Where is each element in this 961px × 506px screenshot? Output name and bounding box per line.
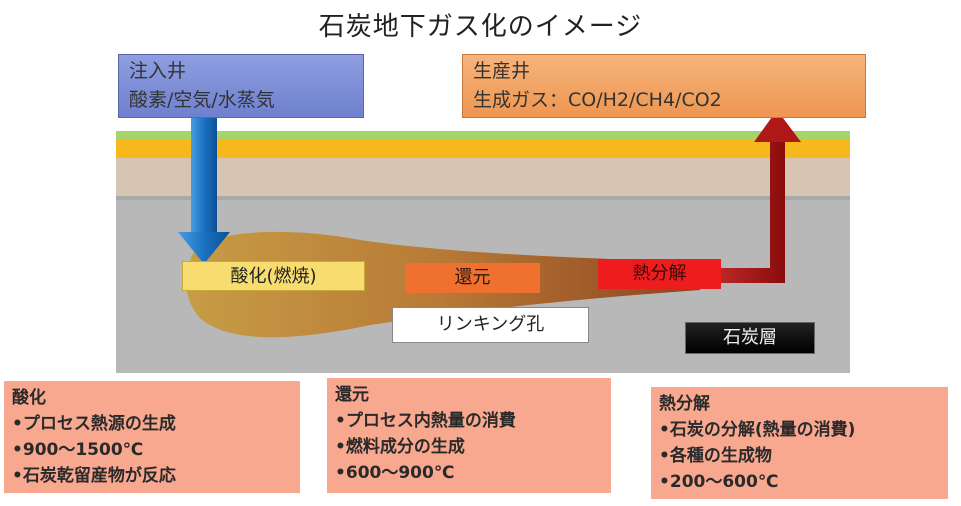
info-line: •石炭乾留産物が反応 [12, 466, 176, 486]
pyrolysis-zone-label: 熱分解 [598, 259, 721, 289]
production-well-detail: 生成ガス：CO/H2/CH4/CO2 [473, 89, 722, 111]
info-box-pyrolysis: 熱分解 •石炭の分解(熱量の消費) •各種の生成物 •200〜600℃ [651, 387, 948, 499]
ground-sand-layer [116, 158, 850, 196]
info-line: •200〜600℃ [659, 472, 779, 492]
info-line: •燃料成分の生成 [335, 437, 465, 457]
injection-arrow [178, 117, 230, 264]
ground-grass-layer [116, 131, 850, 140]
ground-yellow-layer [116, 140, 850, 158]
info-title: 還元 [335, 385, 369, 405]
linking-hole-label: リンキング孔 [392, 307, 589, 343]
reduction-zone-label: 還元 [405, 263, 540, 293]
coal-seam-label: 石炭層 [685, 322, 815, 354]
info-line: •プロセス内熱量の消費 [335, 411, 516, 431]
info-line: •各種の生成物 [659, 446, 772, 466]
info-title: 酸化 [12, 388, 46, 408]
injection-well-title: 注入井 [129, 60, 187, 82]
production-well-box: 生産井 生成ガス：CO/H2/CH4/CO2 [462, 54, 866, 118]
info-box-oxidation: 酸化 •プロセス熱源の生成 •900〜1500℃ •石炭乾留産物が反応 [4, 381, 300, 493]
info-line: •石炭の分解(熱量の消費) [659, 420, 856, 440]
diagram-title: 石炭地下ガス化のイメージ [318, 12, 643, 42]
info-line: •プロセス熱源の生成 [12, 414, 176, 434]
oxidation-zone-label: 酸化(燃焼) [182, 261, 365, 291]
info-title: 熱分解 [659, 394, 710, 414]
injection-well-detail: 酸素/空気/水蒸気 [129, 89, 275, 111]
production-well-title: 生産井 [473, 60, 531, 82]
injection-well-box: 注入井 酸素/空気/水蒸気 [118, 54, 364, 118]
info-line: •900〜1500℃ [12, 440, 144, 460]
info-box-reduction: 還元 •プロセス内熱量の消費 •燃料成分の生成 •600〜900℃ [327, 378, 611, 493]
info-line: •600〜900℃ [335, 463, 455, 483]
